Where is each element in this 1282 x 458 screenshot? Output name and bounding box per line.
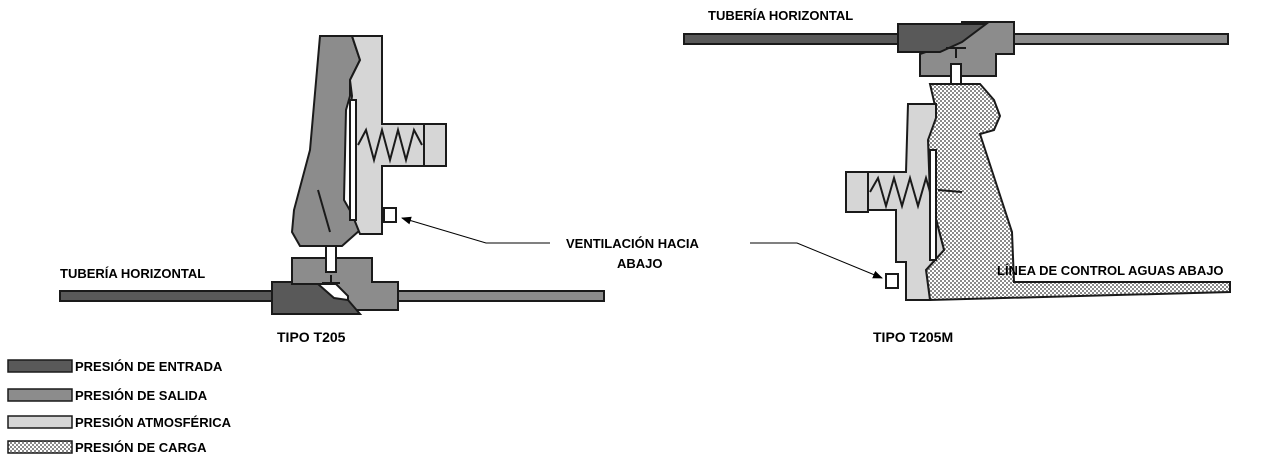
pipe-right-segment — [397, 290, 605, 302]
legend-label-loading: PRESIÓN DE CARGA — [75, 440, 207, 455]
legend-swatch-atmospheric — [7, 415, 73, 429]
legend-swatch-inlet — [7, 359, 73, 373]
right-caption: TIPO T205M — [873, 329, 953, 345]
lever-right — [937, 189, 963, 193]
diaphragm-right — [929, 149, 937, 261]
regulator-t205m — [683, 21, 1231, 302]
legend-swatch-outlet — [7, 388, 73, 402]
lever — [317, 189, 331, 233]
regulator-t205 — [59, 35, 605, 315]
left-caption: TIPO T205 — [277, 329, 346, 345]
vent-right — [885, 273, 899, 289]
legend-label-outlet: PRESIÓN DE SALIDA — [75, 388, 208, 403]
left-pipe-label: TUBERÍA HORIZONTAL — [60, 266, 205, 281]
right-pipe-label: TUBERÍA HORIZONTAL — [708, 8, 853, 23]
control-line-label: LÍNEA DE CONTROL AGUAS ABAJO — [997, 263, 1224, 278]
legend-label-atmospheric: PRESIÓN ATMOSFÉRICA — [75, 415, 232, 430]
spring-right — [869, 174, 931, 210]
diaphragm — [349, 99, 357, 221]
pipe-left-segment — [59, 290, 273, 302]
vent-label-line2: ABAJO — [617, 256, 663, 271]
vent-left — [383, 207, 397, 223]
top-pipe-right — [1013, 33, 1229, 45]
vent-leader-right — [750, 242, 883, 279]
vent-label-line1: VENTILACIÓN HACIA — [566, 236, 700, 251]
spring — [357, 126, 423, 164]
legend-label-inlet: PRESIÓN DE ENTRADA — [75, 359, 223, 374]
legend-swatch-loading — [7, 440, 73, 454]
spring-cap-right — [845, 171, 869, 213]
legend: PRESIÓN DE ENTRADA PRESIÓN DE SALIDA PRE… — [7, 359, 232, 455]
vent-leader-left — [401, 216, 550, 244]
atmospheric-casing — [348, 35, 427, 235]
valve-body-inlet — [271, 281, 363, 315]
spring-cap — [423, 123, 447, 167]
top-pipe-left — [683, 33, 899, 45]
